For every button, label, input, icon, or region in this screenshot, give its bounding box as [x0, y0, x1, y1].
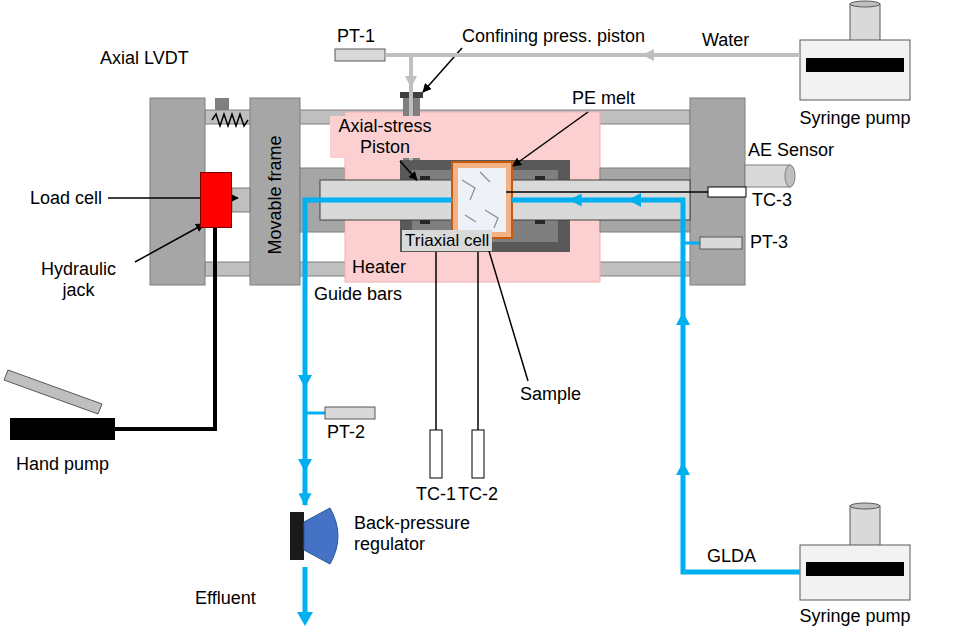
transducer [325, 407, 375, 419]
flow-line [512, 198, 570, 203]
syringe-pump [800, 545, 910, 600]
thermocouple [472, 430, 484, 478]
axial-piston [420, 220, 430, 224]
sample [458, 168, 506, 232]
flow-line [297, 193, 700, 626]
leader-line [135, 224, 204, 262]
part-label: TC-2 [458, 484, 498, 505]
part-label: Load cell [30, 188, 102, 209]
transducer [325, 237, 742, 419]
part-label: Sample [520, 384, 581, 405]
water-line [385, 53, 411, 57]
leader-line [400, 161, 417, 180]
part-label: Guide bars [314, 284, 402, 305]
syringe-pump [806, 58, 904, 72]
thermocouple [708, 187, 746, 197]
hand-pump [4, 370, 115, 440]
syringe-pump [850, 506, 880, 546]
node-label: Syringe pump [799, 606, 910, 627]
node-label: Hydraulic jack [31, 259, 126, 301]
thermocouple [506, 191, 708, 193]
pump-box: Syringe pump [800, 545, 910, 629]
leader-line [486, 241, 528, 381]
sample [462, 172, 498, 228]
part-label: Axial-stress Piston [330, 116, 440, 158]
lvdt [212, 98, 248, 126]
syringe-pump [850, 1, 880, 7]
movable-frame [250, 98, 300, 285]
flow-line [297, 612, 313, 626]
lvdt [212, 114, 248, 126]
part-label: PE melt [572, 88, 635, 109]
part-label: Effluent [195, 588, 256, 609]
flow-line [303, 567, 308, 614]
flow-line [305, 412, 325, 415]
pump-box: Syringe pump [800, 40, 910, 130]
cell-box: Triaxial cell [400, 160, 570, 252]
flow-line [400, 198, 452, 203]
part-label: TC-1 [416, 484, 456, 505]
syringe-pump [806, 562, 904, 576]
edge-label: Water [700, 30, 751, 51]
ae-sensor [785, 165, 795, 187]
part-label: TC-3 [752, 190, 792, 211]
regulator-box: Back-pressure regulator [288, 505, 348, 569]
part-label: AE Sensor [748, 140, 834, 161]
syringe-pump [850, 4, 880, 42]
frame-plate [150, 98, 745, 285]
jack-box: Hydraulic jack [200, 172, 232, 228]
back-pressure-regulator [290, 508, 338, 564]
flow-connector [115, 228, 215, 429]
part-label: Heater [352, 257, 406, 278]
hand-pump [4, 370, 102, 414]
syringe-pump [800, 40, 910, 100]
node-label: Back-pressure regulator [354, 513, 504, 555]
part-label: Movable frame [265, 135, 286, 254]
syringe-pump [800, 1, 910, 600]
back-pressure-regulator [290, 512, 304, 560]
part-label: Axial LVDT [100, 48, 189, 69]
part-label: Confining press. piston [462, 26, 645, 47]
lvdt [215, 98, 229, 110]
load-cell [232, 188, 250, 212]
back-pressure-regulator [304, 508, 338, 564]
hand-pump [10, 418, 115, 440]
axial-piston [535, 176, 545, 180]
sample [452, 162, 512, 238]
ae-sensor [745, 165, 795, 187]
thermocouple [430, 430, 442, 478]
edge-label: GLDA [705, 546, 758, 567]
syringe-pump [850, 503, 880, 509]
frame-plate [150, 98, 205, 285]
flow-connector [570, 200, 800, 572]
axial-piston [420, 176, 430, 180]
leader-line [108, 48, 588, 381]
node-label: Syringe pump [799, 108, 910, 129]
water-line [335, 49, 385, 61]
part-label: PT-3 [750, 232, 788, 253]
pump-box: Hand pump [10, 418, 115, 478]
flow-line [683, 242, 700, 245]
thermocouple [477, 252, 479, 430]
part-label: PT-2 [327, 422, 365, 443]
flow-connector [411, 55, 800, 160]
part-label: PT-1 [337, 26, 375, 47]
sample [452, 162, 512, 238]
node-label: Triaxial cell [402, 230, 492, 251]
leader-line [513, 112, 588, 166]
axial-piston [535, 220, 545, 224]
flow-connector [305, 200, 400, 505]
ae-sensor [745, 165, 790, 187]
transducer [700, 237, 742, 249]
thermocouple [435, 252, 437, 430]
node-label: Hand pump [16, 454, 109, 475]
